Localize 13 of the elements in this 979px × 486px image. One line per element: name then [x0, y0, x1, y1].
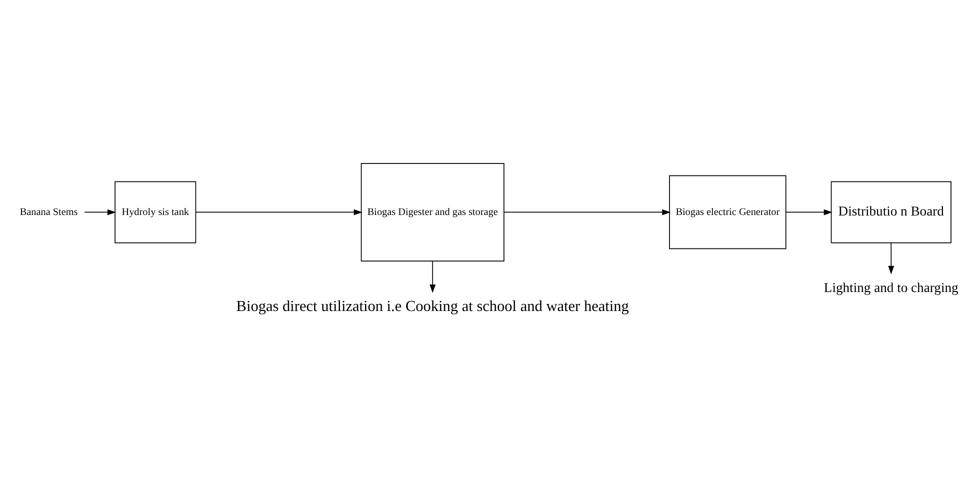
node-box: Hydroly sis tank [114, 181, 196, 244]
arrow [888, 242, 894, 274]
arrow [84, 209, 116, 216]
node-text: Biogas direct utilization i.e Cooking at school and water heating [236, 298, 629, 316]
node-box: Biogas Digester and gas storage [360, 162, 504, 262]
node-text: Lighting and to charging [824, 280, 958, 295]
arrow [504, 209, 671, 216]
node-box: Biogas electric Generator [669, 175, 786, 250]
node-box: Distributio n Board [830, 181, 952, 244]
arrow [430, 260, 436, 293]
node-text: Banana Stems [20, 206, 78, 218]
arrow [786, 209, 832, 216]
arrow [196, 209, 362, 216]
